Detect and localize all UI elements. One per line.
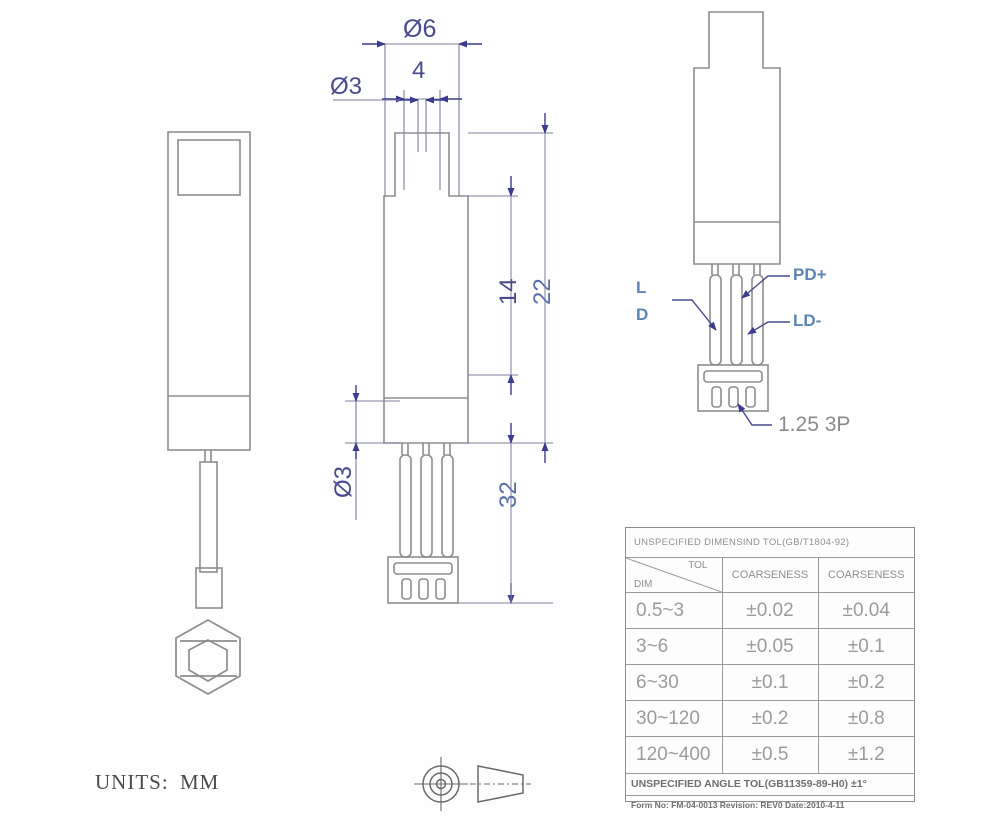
dimension-lines-vertical — [458, 132, 553, 604]
tolerance-coarse-2: ±0.2 — [818, 664, 914, 701]
pin-label-ld-minus: LD- — [793, 311, 822, 330]
table-row: 120~400 ±0.5 ±1.2 — [626, 736, 914, 773]
tolerance-table: UNSPECIFIED DIMENSIND TOL(GB/T1804-92) T… — [625, 527, 915, 810]
pin-label-ld-line2: D — [636, 305, 649, 324]
first-angle-projection-symbol — [414, 757, 531, 811]
corner-label-tol: TOL — [688, 560, 708, 571]
dimension-arrows-top — [333, 40, 482, 104]
tolerance-coarse-2: ±1.2 — [847, 743, 885, 765]
dim-label-dia3-wire: Ø3 — [330, 465, 357, 498]
tolerance-coarse-1: ±0.02 — [722, 592, 819, 629]
tolerance-range: 3~6 — [626, 628, 723, 665]
pin-label-ld-line1: L — [636, 278, 647, 297]
dimension-dia3-wire — [345, 400, 400, 520]
dim-label-dia3-top: Ø3 — [330, 73, 363, 100]
dim-label-32: 32 — [495, 481, 522, 508]
tolerance-grid: TOL DIM COARSENESS COARSENESS 0.5~3 ±0.0… — [626, 558, 914, 773]
view-right-connector-detail — [693, 11, 781, 412]
tolerance-coarse-1: ±0.05 — [722, 628, 819, 665]
tolerance-coarse-2: ±0.1 — [818, 628, 914, 665]
form-info-note: Form No: FM-04-0013 Revision: REV0 Date:… — [626, 794, 914, 814]
tolerance-coarse-2: ±0.8 — [818, 700, 914, 737]
table-row: 30~120 ±0.2 ±0.8 — [626, 700, 914, 737]
corner-label-dim: DIM — [634, 579, 653, 590]
pin-leader-lines — [672, 275, 790, 426]
tolerance-table-title: UNSPECIFIED DIMENSIND TOL(GB/T1804-92) — [626, 528, 914, 558]
tolerance-coarse-1: ±0.5 — [722, 736, 819, 773]
pin-label-pd-plus: PD+ — [793, 265, 827, 284]
tolerance-coarse-1: ±0.1 — [722, 664, 819, 701]
dim-label-22: 22 — [529, 278, 556, 305]
table-row: 3~6 ±0.05 ±0.1 — [626, 628, 914, 665]
dimension-lines-top — [384, 44, 460, 196]
dimension-arrows-vertical — [507, 113, 549, 604]
units-label: UNITS: — [95, 770, 169, 794]
table-row: 0.5~3 ±0.02 ±0.04 — [626, 592, 914, 629]
tolerance-range: 120~400 — [626, 736, 723, 773]
corner-diagonal-line — [626, 558, 722, 592]
dim-label-dia6: Ø6 — [403, 15, 437, 43]
connector-label-125-3p: 1.25 3P — [778, 413, 851, 436]
angle-tolerance-note: UNSPECIFIED ANGLE TOL(GB11359-89-H0) ±1° — [626, 772, 914, 795]
tolerance-coarse-2: ±0.04 — [818, 592, 914, 629]
table-row: 6~30 ±0.1 ±0.2 — [626, 664, 914, 701]
tolerance-range: 30~120 — [626, 700, 723, 737]
tolerance-col-header-2: COARSENESS — [818, 558, 914, 593]
view-hex-nut-bottom — [175, 619, 241, 695]
tolerance-col-header-1: COARSENESS — [722, 558, 819, 593]
view-left-side-elevation — [167, 131, 251, 609]
view-middle-front-elevation — [383, 132, 469, 604]
tolerance-range: 6~30 — [626, 664, 723, 701]
tolerance-corner-cell: TOL DIM — [626, 558, 723, 593]
tolerance-header-row: TOL DIM COARSENESS COARSENESS — [626, 558, 914, 593]
dim-label-width4: 4 — [412, 57, 426, 84]
tolerance-range: 0.5~3 — [626, 592, 723, 629]
tolerance-coarse-1: ±0.2 — [722, 700, 819, 737]
dim-label-14: 14 — [495, 278, 522, 305]
units-value: MM — [180, 770, 220, 794]
